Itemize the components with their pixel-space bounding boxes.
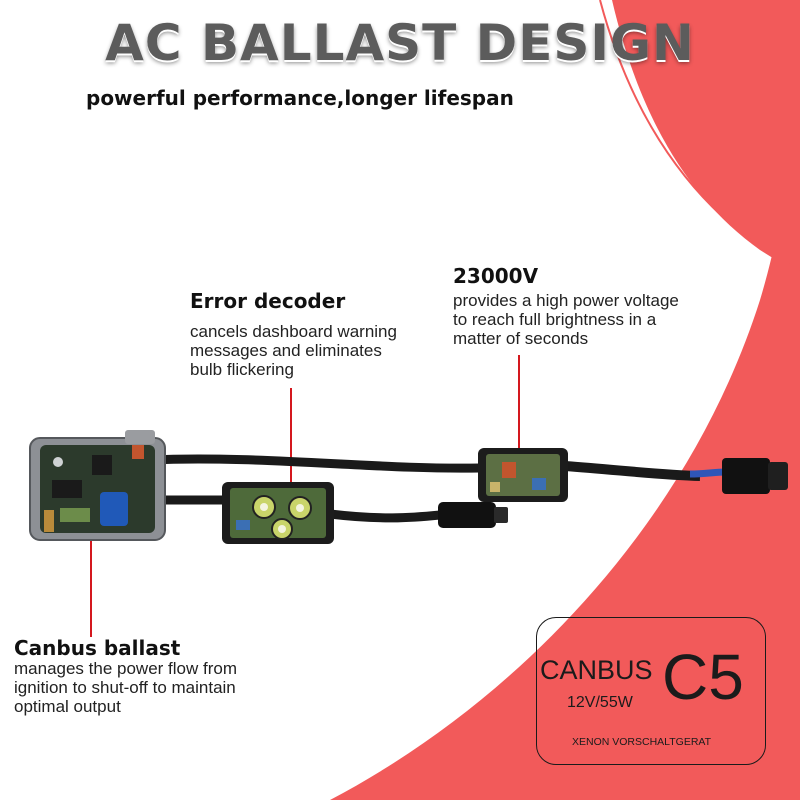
error-decoder-line-3: bulb flickering: [190, 360, 294, 379]
product-label-box: [536, 617, 766, 765]
voltage-leader-line: [518, 355, 520, 450]
ballast-product-image: [29, 430, 788, 544]
voltage-line-2: to reach full brightness in a: [453, 310, 657, 329]
error-decoder-unit: [222, 482, 334, 544]
error-decoder-leader-line: [290, 388, 292, 490]
label-canbus-text: CANBUS: [540, 655, 653, 685]
error-decoder-title: Error decoder: [190, 289, 346, 313]
canbus-ballast-leader-line: [90, 540, 92, 637]
label-rating-text: 12V/55W: [567, 694, 633, 711]
error-decoder-line-2: messages and eliminates: [190, 341, 382, 360]
canbus-ballast-title: Canbus ballast: [14, 636, 181, 660]
canbus-ballast-line-3: optimal output: [14, 697, 121, 716]
label-subtitle-text: XENON VORSCHALTGERAT: [572, 736, 712, 748]
igniter-unit: [478, 448, 568, 502]
voltage-description: provides a high power voltage to reach f…: [453, 291, 679, 348]
error-decoder-description: cancels dashboard warning messages and e…: [190, 322, 397, 379]
canbus-ballast-line-2: ignition to shut-off to maintain: [14, 678, 236, 697]
page-subtitle: powerful performance,longer lifespan: [86, 86, 514, 110]
voltage-title: 23000V: [453, 264, 539, 288]
page-title: AC BALLAST DESIGN: [105, 14, 695, 72]
error-decoder-line-1: cancels dashboard warning: [190, 322, 397, 341]
label-model-text: C5: [662, 641, 744, 713]
canbus-ballast-description: manages the power flow from ignition to …: [14, 659, 237, 716]
voltage-line-3: matter of seconds: [453, 329, 589, 348]
canbus-ballast-line-1: manages the power flow from: [14, 659, 237, 678]
canbus-ballast-unit: [29, 430, 166, 541]
voltage-line-1: provides a high power voltage: [453, 291, 679, 310]
